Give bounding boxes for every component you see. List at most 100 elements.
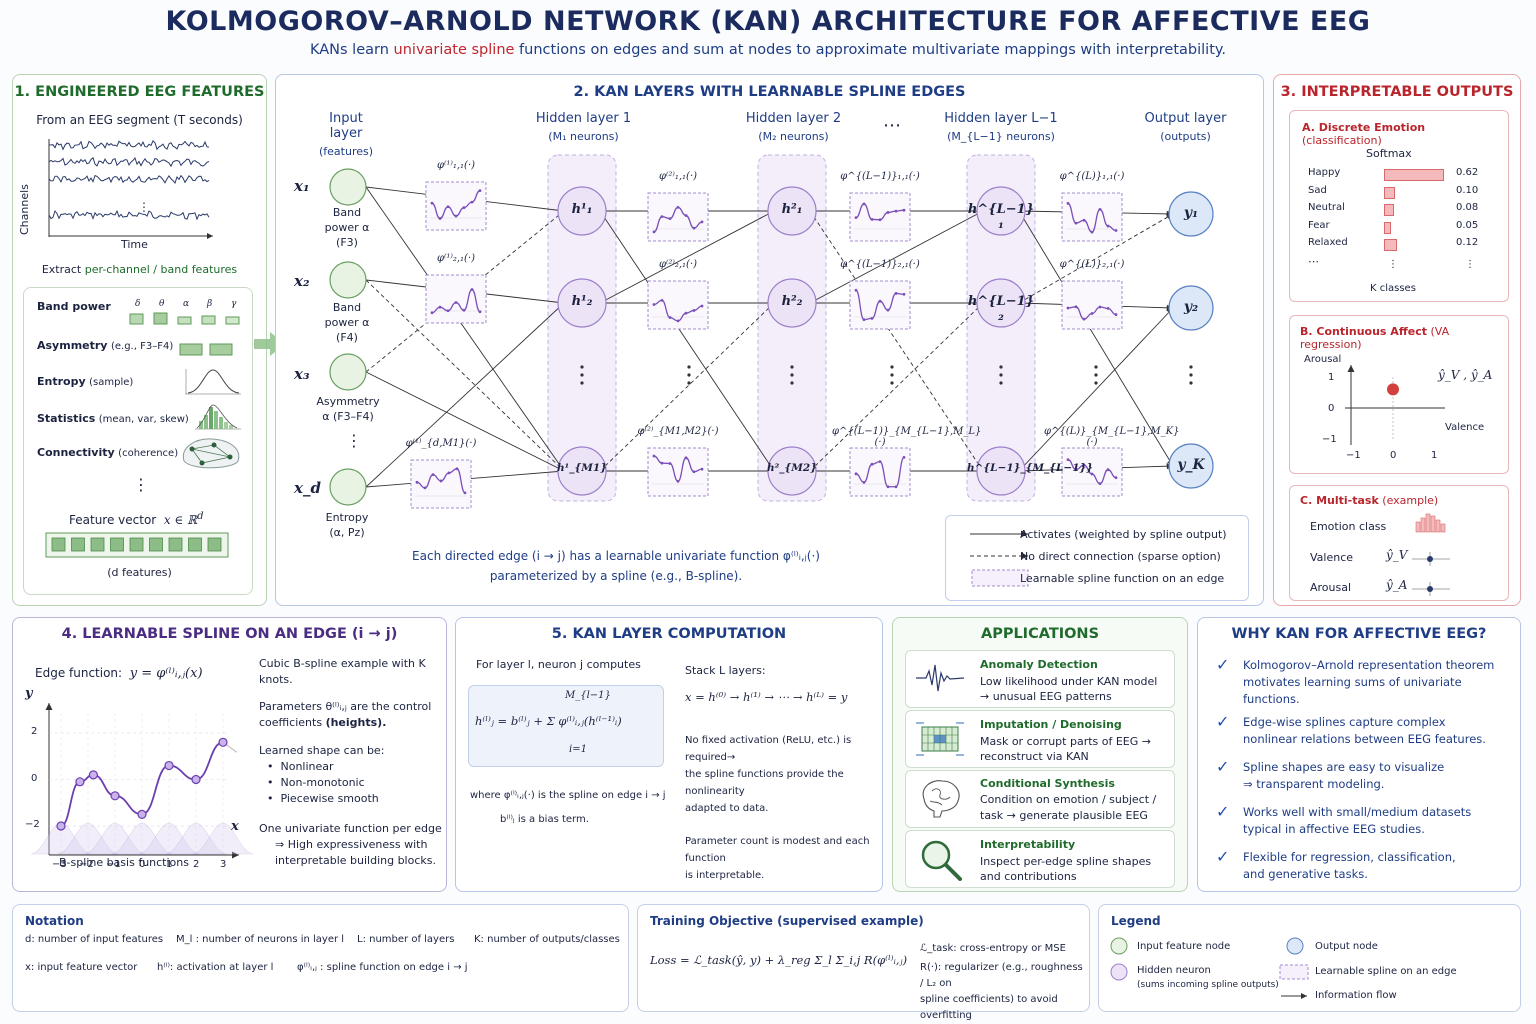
control-point [56, 821, 66, 831]
why-check-icon-4: ✓ [1216, 802, 1230, 821]
input-node [329, 261, 367, 299]
spline-desc-1: Cubic B-spline example with K knots. [259, 657, 426, 686]
statistics-histogram-icon [195, 404, 241, 430]
active-edge [1018, 210, 1174, 467]
emotion-name-5: Relaxed [1308, 237, 1348, 248]
vertical-dots [1189, 365, 1193, 369]
multitask-title-row: C. Multi-task (example) [1300, 494, 1438, 507]
spline-x-label: x [231, 819, 239, 834]
softmax-label: Softmax [1366, 147, 1412, 160]
hidden-node [767, 186, 817, 236]
feature-cell [90, 537, 105, 552]
input-label-d: Entropy(α, Pz) [314, 510, 380, 540]
notation-title: Notation [25, 914, 84, 928]
vertical-dots [687, 381, 691, 385]
where-line-2: b⁽ˡ⁾ⱼ is a bias term. [500, 814, 589, 825]
col-header-hidden2: Hidden layer 2(M₂ neurons) [736, 111, 851, 143]
band-alpha: α [183, 299, 190, 309]
spline-xtick-0: −3 [52, 859, 67, 870]
values-vdots: ⋮ [1465, 259, 1475, 270]
band-gamma: γ [231, 299, 237, 309]
va-hat-label: ŷ_V , ŷ_A [1438, 368, 1493, 382]
discrete-title: A. Discrete Emotion [1302, 121, 1426, 134]
notation-K: K: number of outputs/classes [474, 934, 620, 945]
input-xd: x_d [294, 479, 321, 497]
active-edge [365, 186, 565, 472]
bullet-1-text: Nonlinear [280, 760, 334, 773]
yv-label: ŷ_V [1386, 548, 1408, 562]
hiddenL-sub: (M_{L−1} neurons) [947, 130, 1055, 143]
spline-bullet-2: • Non-monotonic [267, 776, 365, 789]
feature-cell [129, 537, 144, 552]
phi-label-2: φ⁽¹⁾₂,₁(·) [436, 253, 476, 264]
loss-equation: Loss = ℒ_task(ŷ, y) + λ_reg Σ_l Σ_i,j R(… [650, 953, 908, 967]
notation-h: h⁽ˡ⁾: activation at layer l [157, 962, 274, 973]
waveform-icon [916, 664, 965, 692]
control-point [75, 777, 85, 787]
spline-xtick-6: 3 [220, 859, 227, 870]
statistics-row: Statistics (mean, var, skew) [37, 412, 189, 425]
bspline-basis [57, 822, 119, 855]
spline-xtick-2: −1 [106, 859, 121, 870]
vertical-dots [1094, 365, 1098, 369]
why-item-4-line-1: Works well with small/medium datasets [1243, 805, 1472, 819]
continuous-title-row: B. Continuous Affect (VA regression) [1300, 325, 1508, 351]
hidden-node [976, 446, 1026, 496]
input-layer-title: Input layer [329, 111, 363, 141]
input-node [329, 468, 367, 506]
why-item-2-line-1: Edge-wise splines capture complex [1243, 715, 1446, 729]
diagram-legend: Activates (weighted by spline output) No… [945, 515, 1249, 601]
legend-no-connection: No direct connection (sparse option) [1020, 550, 1221, 563]
spline-bullet-3: • Piecewise smooth [267, 792, 379, 805]
spline-xtick-4: 1 [166, 859, 173, 870]
applications-title: APPLICATIONS [980, 626, 1100, 642]
input-layer-sub: (features) [318, 145, 374, 158]
training-notes: ℒ_task: cross-entropy or MSE R(·): regul… [920, 941, 1088, 1024]
why-title: WHY KAN FOR AFFECTIVE EEG? [1231, 626, 1487, 642]
app-interpretability: Interpretability Inspect per-edge spline… [905, 830, 1175, 888]
discrete-title-row: A. Discrete Emotion (classification) [1302, 121, 1508, 147]
spline-bullet-1: • Nonlinear [267, 760, 334, 773]
feature-cell [168, 537, 183, 552]
why-item-1-line-3: functions. [1243, 692, 1300, 706]
legend-symbols [1110, 937, 1309, 999]
spline-desc-2a: Parameters θ⁽ˡ⁾ᵢ,ⱼ are the control [259, 700, 432, 713]
legend-title: Legend [1111, 914, 1161, 928]
app2-line2: reconstruct via KAN [980, 750, 1089, 763]
bspline-basis [192, 822, 253, 855]
active-edge [809, 210, 984, 304]
spline-edge-box [425, 181, 487, 231]
asymmetry-label: Asymmetry [37, 339, 108, 352]
app3-line1: Condition on emotion / subject / [980, 793, 1157, 806]
hidden1-sub: (M₁ neurons) [548, 130, 619, 143]
phi-label-7: φ^{(L−1)}₁,₁(·) [840, 171, 920, 182]
active-edge [365, 371, 565, 472]
input2-line2: power α [324, 316, 370, 329]
hidden-node [976, 186, 1026, 236]
emotion-value-1: 0.62 [1456, 167, 1479, 178]
legend-spline-label: Learnable spline on an edge [1315, 966, 1457, 977]
grid-denoise-icon [916, 722, 964, 756]
spline-edge-box [1061, 192, 1123, 242]
valence-tick-neg1: −1 [1346, 450, 1361, 461]
basis-label: B-spline basis functions [59, 856, 189, 869]
spline-edge-box [425, 274, 487, 324]
spline-xtick-3: 0 [139, 859, 146, 870]
sparse-edge [809, 302, 984, 472]
brain-connectivity-icon [182, 438, 240, 469]
arousal-marker [1427, 586, 1433, 592]
multitask-icons [1412, 513, 1450, 596]
why-check-icon-1: ✓ [1216, 655, 1230, 674]
input3-line2: α (F3–F4) [322, 410, 374, 423]
training-title: Training Objective (supervised example) [650, 914, 924, 928]
notation-d: d: number of input features [25, 934, 164, 945]
bullet-3-text: Piecewise smooth [280, 792, 379, 805]
valence-tick-0: 0 [1390, 450, 1397, 461]
hiddenL-title: Hidden layer L−1 [944, 111, 1058, 126]
panel-applications: APPLICATIONS Anomaly Detection Low likel… [892, 617, 1188, 892]
app4-line1: Inspect per-edge spline shapes [980, 855, 1152, 868]
panel2-title: 2. KAN LAYERS WITH LEARNABLE SPLINE EDGE… [573, 84, 966, 100]
